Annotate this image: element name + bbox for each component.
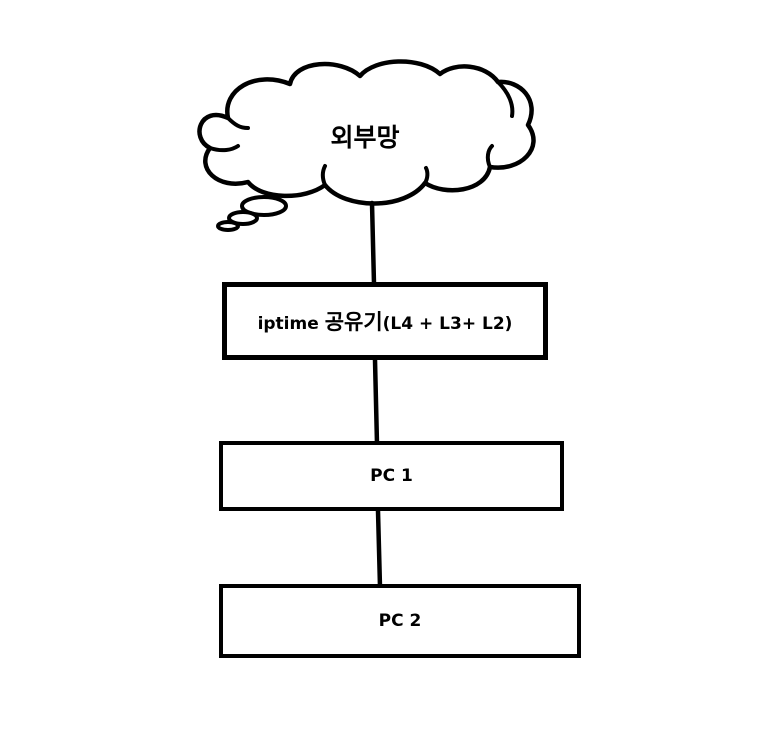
link-pc1-pc2 <box>375 508 383 590</box>
pc1-node: PC 1 <box>219 441 564 511</box>
pc2-node: PC 2 <box>219 584 581 658</box>
thought-bubble-small <box>216 220 240 232</box>
thought-bubble-medium <box>227 210 259 226</box>
link-cloud-router <box>369 200 377 287</box>
router-label-korean: 공유기 <box>324 310 383 334</box>
router-label: iptime 공유기(L4 + L3+ L2) <box>258 306 513 336</box>
router-label-suffix: (L4 + L3+ L2) <box>382 314 513 334</box>
pc1-label: PC 1 <box>370 466 413 486</box>
router-node: iptime 공유기(L4 + L3+ L2) <box>222 282 548 360</box>
link-router-pc1 <box>372 357 380 447</box>
cloud-icon <box>194 58 537 232</box>
router-label-prefix: iptime <box>257 314 325 334</box>
pc2-label: PC 2 <box>378 611 422 631</box>
cloud-label: 외부망 <box>330 123 400 152</box>
thought-bubble-large <box>240 195 288 217</box>
